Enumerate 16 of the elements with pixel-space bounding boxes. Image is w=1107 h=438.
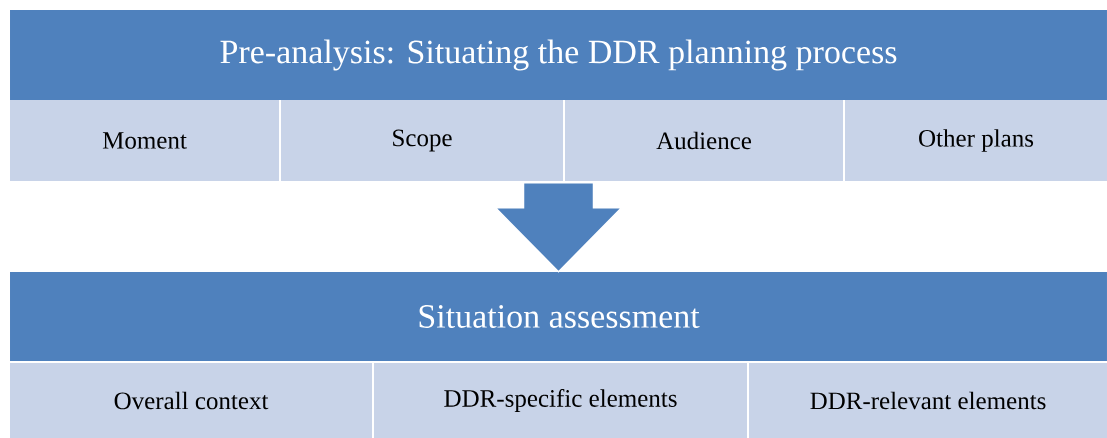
category-cell: DDR-specific elements bbox=[374, 363, 747, 438]
node-label: Scope bbox=[393, 129, 452, 152]
header-band: Pre-analysis: Situating the DDR planning process bbox=[10, 10, 1107, 100]
node-label: Audience bbox=[656, 131, 752, 150]
category-cell: DDR-relevant elements bbox=[749, 363, 1107, 438]
category-cell: Moment bbox=[10, 100, 279, 181]
node-label: Other plans bbox=[919, 129, 1034, 152]
node-label: DDR-specific elements bbox=[444, 389, 677, 412]
category-cell: Overall context bbox=[10, 363, 372, 438]
category-cell: Other plans bbox=[845, 100, 1107, 181]
node-label: Moment bbox=[102, 132, 187, 149]
category-cell: Audience bbox=[565, 100, 843, 181]
node-label: DDR-relevant elements bbox=[810, 391, 1046, 410]
node-label: Overall context bbox=[114, 391, 269, 410]
header-band: Situation assessment bbox=[10, 272, 1107, 361]
category-cell: Scope bbox=[281, 100, 563, 181]
